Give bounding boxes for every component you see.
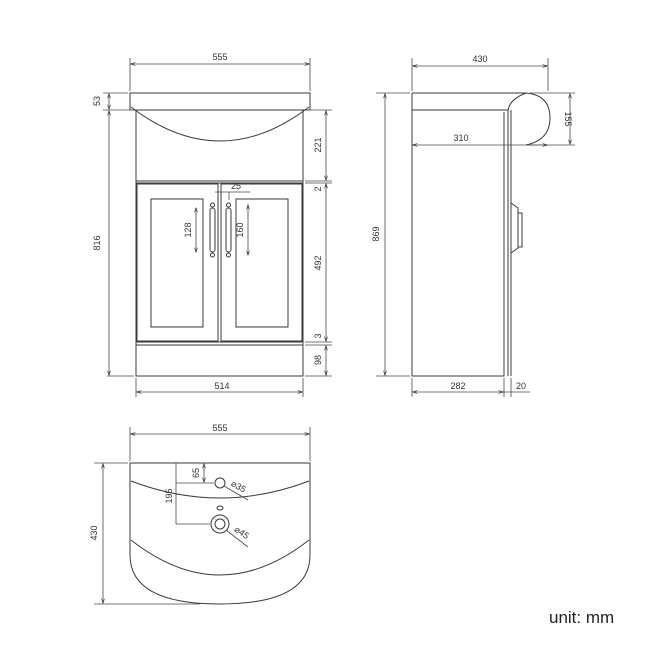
waste-hole-inner bbox=[214, 518, 226, 530]
top-bowl-rim-lower bbox=[130, 539, 310, 576]
side-view bbox=[411, 92, 527, 377]
dim-cabinet-width: 514 bbox=[214, 381, 229, 391]
dim-tap-hole: ⌀35 bbox=[229, 478, 247, 494]
left-door-panel bbox=[150, 198, 204, 328]
tap-hole bbox=[214, 477, 226, 489]
dim-bowl-drop: 155 bbox=[563, 111, 573, 126]
dim-tap-offset: 65 bbox=[191, 468, 201, 478]
unit-label: unit: mm bbox=[549, 608, 614, 627]
top-dimensions: 555 430 65 195 ⌀35 ⌀45 bbox=[89, 423, 311, 605]
waste-hole-outer bbox=[210, 514, 230, 534]
basin-bowl-curve bbox=[130, 106, 310, 142]
dim-bottom-gap: 3 bbox=[313, 333, 323, 338]
dim-cabinet-depth: 282 bbox=[450, 381, 465, 391]
front-dimensions: 555 53 816 221 2 492 3 98 514 25 128 160 bbox=[92, 52, 332, 397]
dim-door-thickness: 20 bbox=[516, 381, 526, 391]
side-cabinet-body bbox=[411, 93, 505, 377]
side-handle-profile bbox=[510, 202, 519, 254]
dim-plinth-height: 98 bbox=[313, 355, 323, 365]
dim-waste-offset: 195 bbox=[164, 488, 174, 503]
top-basin-outline bbox=[129, 462, 311, 605]
dim-inner-depth: 310 bbox=[453, 133, 468, 143]
dim-waste-hole: ⌀45 bbox=[233, 524, 251, 541]
dim-door-height: 492 bbox=[313, 255, 323, 270]
side-bowl-curve bbox=[525, 92, 551, 146]
right-door bbox=[220, 183, 303, 342]
dim-right-handle: 160 bbox=[235, 222, 245, 237]
dim-handle-spacing: 25 bbox=[231, 181, 241, 191]
dim-top-depth: 430 bbox=[89, 525, 99, 540]
right-door-handle bbox=[225, 202, 232, 258]
cabinet-body bbox=[135, 110, 304, 377]
dim-front-overall-height: 816 bbox=[92, 235, 102, 250]
basin-top-edge bbox=[129, 92, 311, 111]
dim-top-gap: 2 bbox=[313, 186, 323, 191]
side-basin-outline bbox=[412, 92, 527, 113]
dim-side-overall-height: 869 bbox=[371, 226, 381, 241]
left-door-handle bbox=[209, 202, 216, 258]
top-bowl-rim-upper bbox=[130, 480, 310, 499]
dim-left-handle: 128 bbox=[183, 222, 193, 237]
dim-top-width: 555 bbox=[212, 423, 227, 433]
dim-basin-lip: 53 bbox=[92, 96, 102, 106]
side-handle-bar bbox=[517, 212, 523, 248]
side-dimensions: 430 310 155 869 282 20 bbox=[371, 54, 575, 397]
right-door-panel bbox=[235, 198, 289, 328]
front-view bbox=[129, 92, 311, 377]
overflow-slot bbox=[216, 505, 224, 511]
dim-front-top-width: 555 bbox=[212, 52, 227, 62]
left-door bbox=[136, 183, 219, 342]
dim-side-depth: 430 bbox=[472, 54, 487, 64]
top-view bbox=[129, 462, 311, 605]
dim-basin-height: 221 bbox=[313, 137, 323, 152]
